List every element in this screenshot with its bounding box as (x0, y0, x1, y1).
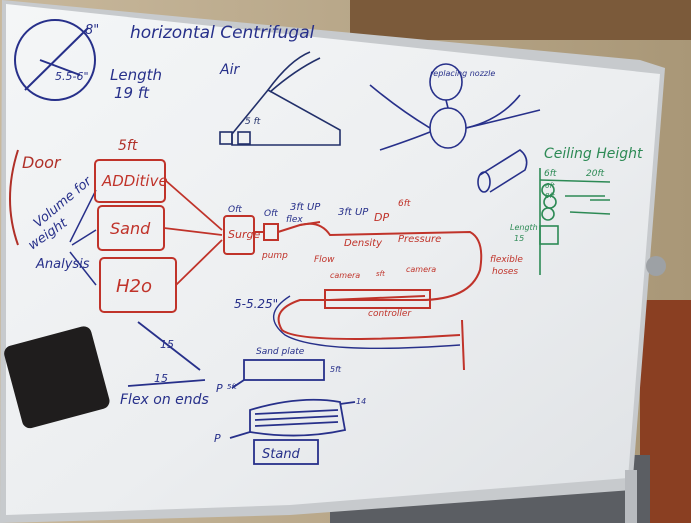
additive-label: ADDitive (101, 172, 168, 190)
camera-label-2: camera (406, 265, 436, 274)
controller-label: controller (368, 309, 412, 319)
small-sft-label: sft (376, 270, 385, 278)
pipe-cylinder (477, 149, 528, 193)
ceiling-dim-2: 20ft (586, 169, 605, 179)
volume-line-3: Analysis (35, 257, 90, 272)
small-5ft-label: 5 ft (245, 117, 261, 127)
board-knob (646, 256, 666, 276)
surge-box (223, 215, 255, 255)
sand-label: Sand (110, 219, 151, 238)
replacing-nozzle-label: replacing nozzle (430, 69, 495, 78)
board-leg (625, 470, 637, 523)
green-small-1: 6ft (545, 182, 555, 190)
pump-label: pump (261, 251, 288, 261)
size-8in: 8" (85, 23, 99, 38)
flex-on-ends-label: Flex on ends (120, 392, 209, 408)
plate-sketch (229, 359, 356, 465)
pump-dist-label: Oft (264, 209, 278, 219)
dp-dist: 6ft (398, 199, 411, 209)
air-label: Air (219, 62, 240, 78)
horizontal-centrifugal-label: horizontal Centrifugal (130, 23, 315, 43)
nozzle-sketch (369, 63, 541, 151)
door-bracket (9, 149, 19, 246)
flex-bracket (127, 321, 206, 387)
distance-2: 3ft UP (338, 207, 369, 218)
top-5ft-label: 5ft (118, 138, 138, 154)
diameter-label: 5.5-6" (55, 70, 89, 83)
flexible-hoses-1: flexible (490, 255, 523, 265)
bend-label: 5-5.25" (234, 297, 278, 311)
ceiling-sketch (539, 168, 611, 275)
plate-right-5ft: 5ft (330, 365, 342, 374)
length-label: Length (110, 66, 162, 84)
green-length-2: 15 (514, 234, 524, 243)
camera-label-1: camera (330, 271, 360, 280)
bracket-left-15: 15 (160, 338, 174, 351)
plate-right-14: 14 (356, 397, 366, 406)
air-hose-sketch (219, 51, 341, 146)
eraser (4, 326, 110, 429)
tank-feed-lines (163, 179, 223, 286)
surge-dist-label: Oft (228, 205, 242, 215)
water-label: H2o (116, 276, 152, 297)
surge-label: Surge (228, 228, 260, 241)
plate-top-label: Sand plate (256, 347, 305, 357)
green-length-1: Length (510, 223, 538, 232)
flex-label: flex (286, 215, 303, 225)
ceiling-trim (350, 0, 691, 40)
dp-label: DP (374, 211, 389, 224)
green-small-2: 8ft (545, 192, 555, 200)
plate-p-left: P (216, 382, 223, 395)
plate-p-left-2: P (214, 432, 221, 445)
density-label: Density (344, 238, 383, 249)
distance-1: 3ft UP (290, 202, 321, 213)
plate-5ft-label: 5ft (227, 383, 237, 391)
flow-loop (254, 221, 483, 371)
flexible-hoses-2: hoses (492, 267, 518, 277)
stand-label: Stand (262, 447, 301, 462)
pipe-circle-sketch (14, 19, 96, 101)
volume-connectors (69, 189, 97, 286)
length-value: 19 ft (114, 84, 150, 102)
pressure-label: Pressure (398, 234, 441, 245)
ceiling-height-label: Ceiling Height (544, 146, 643, 162)
flow-loop-outer (273, 295, 461, 350)
board-surface (6, 4, 660, 515)
flow-label: Flow (314, 255, 335, 265)
door-label: Door (22, 153, 62, 172)
ceiling-dim-1: 6ft (544, 169, 557, 179)
bracket-bottom-15: 15 (154, 372, 168, 385)
